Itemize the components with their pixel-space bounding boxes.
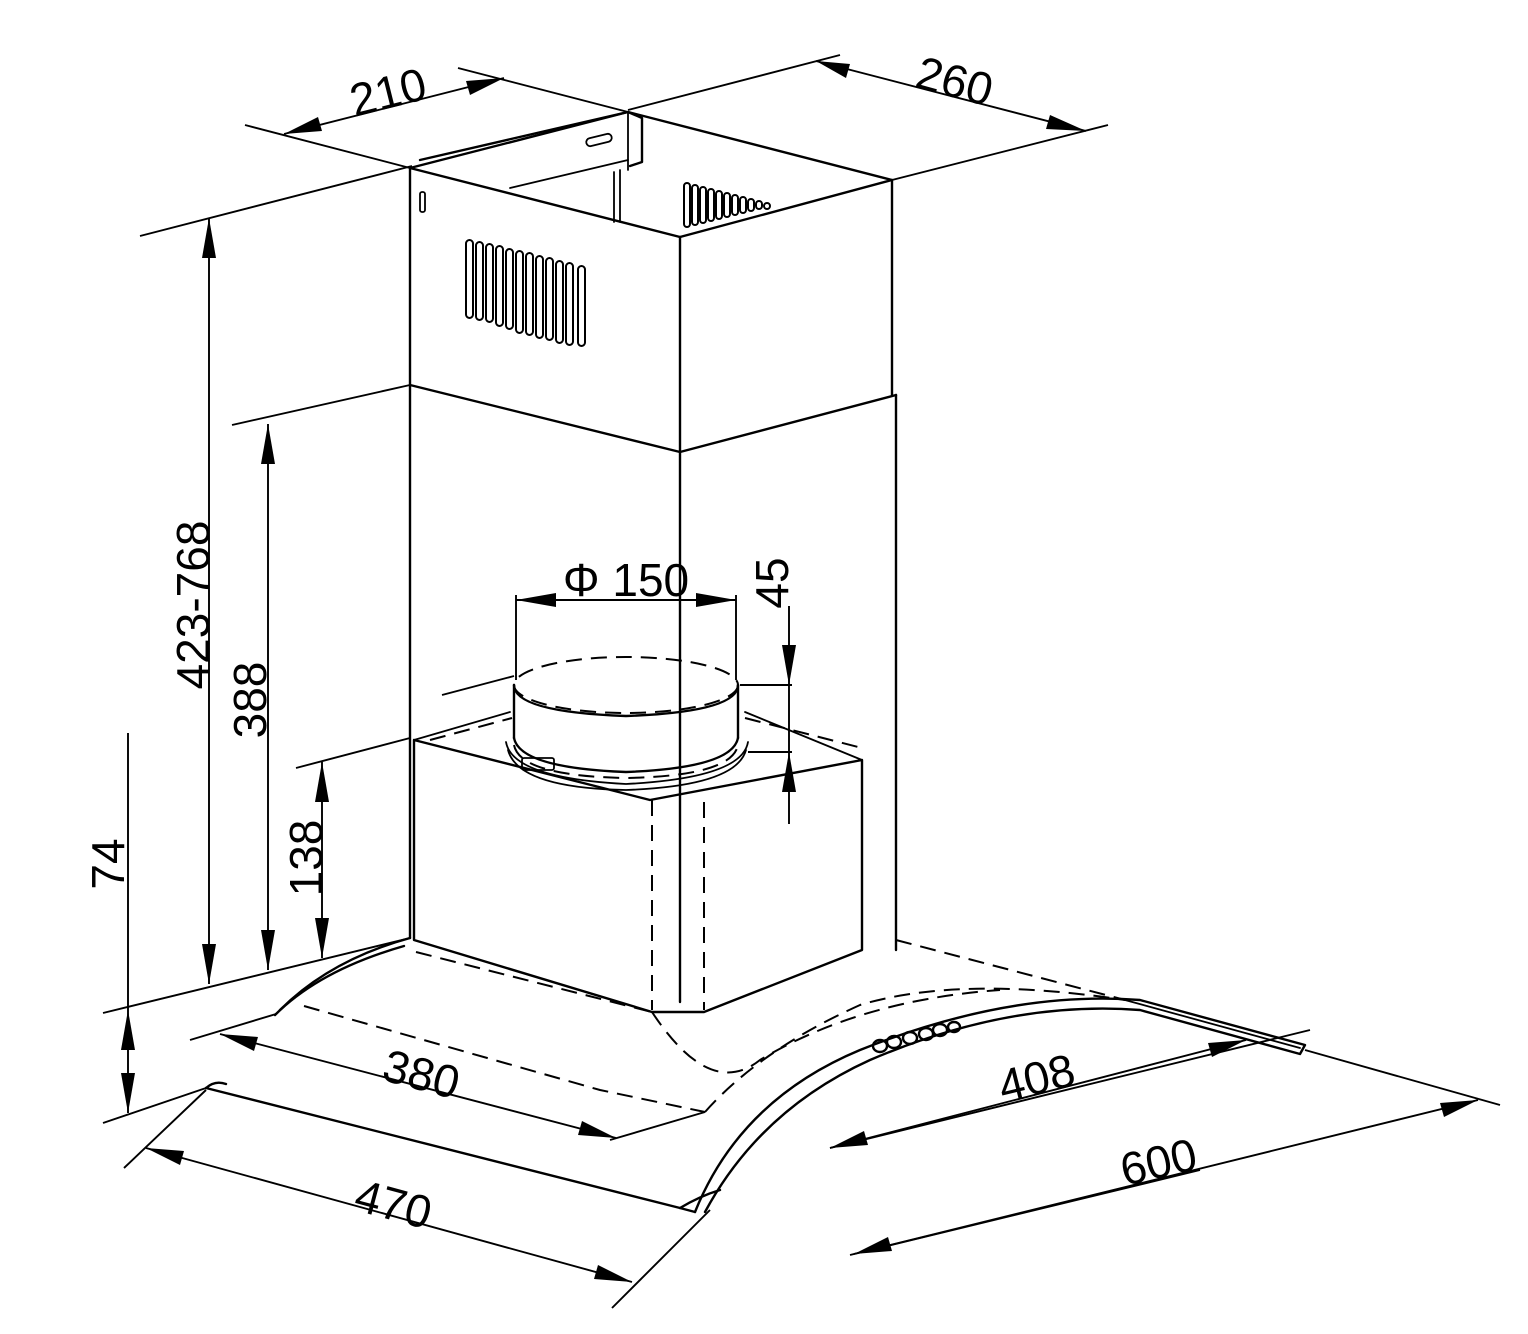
lower-chimney-duct — [408, 383, 898, 1004]
side-vent-slots — [683, 182, 771, 228]
label-423-768: 423-768 — [167, 521, 219, 690]
dim-45 — [782, 606, 796, 824]
dim-380 — [219, 1033, 617, 1139]
label-408: 408 — [993, 1043, 1080, 1112]
dim-423-768 — [202, 218, 216, 984]
control-buttons — [871, 1020, 962, 1054]
label-210: 210 — [344, 57, 431, 126]
front-vent-slots — [465, 239, 586, 347]
motor-box — [412, 711, 864, 1014]
air-outlet-collar — [505, 656, 749, 791]
dim-210 — [283, 77, 505, 135]
dim-phi-150 — [515, 593, 737, 680]
label-138: 138 — [280, 820, 332, 897]
dim-74 — [121, 733, 135, 1113]
label-phi-150: Φ 150 — [563, 554, 689, 606]
label-74: 74 — [82, 838, 134, 889]
label-45: 45 — [746, 557, 798, 608]
dim-388 — [261, 424, 275, 970]
extension-lines — [102, 54, 1501, 1309]
dim-260 — [815, 60, 1087, 132]
label-260: 260 — [911, 46, 999, 116]
label-470: 470 — [350, 1169, 438, 1239]
dim-408 — [829, 1039, 1247, 1149]
label-388: 388 — [224, 662, 276, 739]
label-380: 380 — [378, 1039, 466, 1109]
dim-600 — [853, 1099, 1479, 1255]
label-600: 600 — [1115, 1128, 1201, 1196]
glass-canopy — [204, 936, 1307, 1214]
dim-470 — [145, 1147, 633, 1283]
dim-138 — [315, 762, 329, 958]
